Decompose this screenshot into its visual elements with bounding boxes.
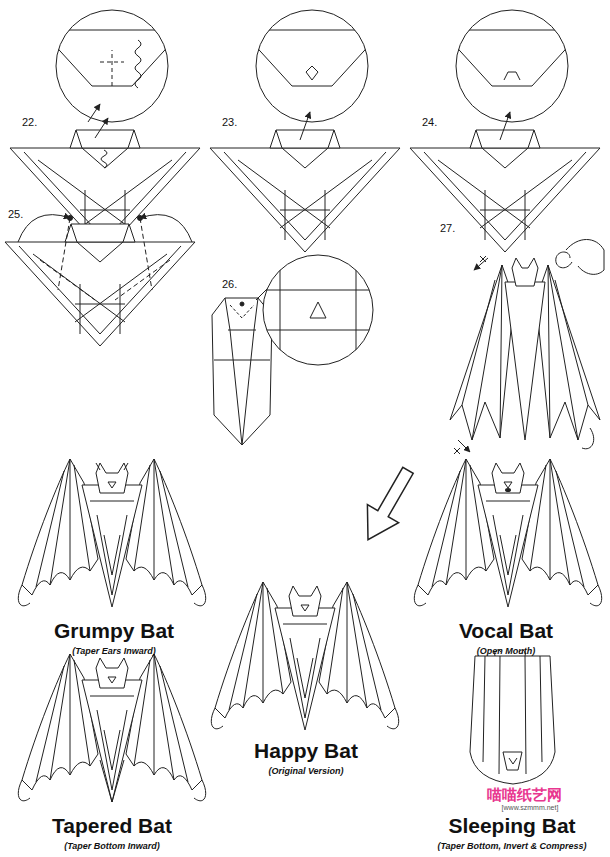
happy-bat-figure <box>211 582 398 730</box>
step-24-figure <box>410 10 600 252</box>
step-number: 26. <box>222 278 237 291</box>
bat-note: (Open Mouth) <box>477 646 535 656</box>
step-23-figure <box>210 10 400 252</box>
step-number: 27. <box>440 222 455 235</box>
step-22-figure <box>10 10 200 252</box>
bat-note: (Taper Bottom Inward) <box>64 841 160 851</box>
bat-name: Vocal Bat <box>459 619 553 643</box>
bat-name: Grumpy Bat <box>54 619 174 643</box>
step-number: 23. <box>222 116 237 129</box>
step-26-figure <box>212 255 373 445</box>
grumpy-bat-figure <box>18 459 205 607</box>
bat-name: Sleeping Bat <box>448 814 575 838</box>
step-number: 24. <box>422 116 437 129</box>
bat-note: (Original Version) <box>268 766 343 776</box>
step-25-figure <box>5 215 195 346</box>
hollow-arrow <box>352 461 423 548</box>
tapered-bat-figure <box>18 654 205 802</box>
vocal-bat-figure <box>414 459 601 607</box>
bat-name: Tapered Bat <box>52 814 172 838</box>
watermark: 喵喵纸艺网 <box>487 786 562 803</box>
sleeping-bat-figure <box>470 650 555 784</box>
bat-note: (Taper Bottom, Invert & Compress) <box>437 841 586 851</box>
step-number: 25. <box>8 208 23 221</box>
step-27-figure <box>450 240 604 455</box>
watermark-url: [www.szmmm.net] <box>502 804 559 812</box>
step-number: 22. <box>22 116 37 129</box>
bat-note: (Taper Ears Inward) <box>72 646 156 656</box>
bat-name: Happy Bat <box>254 739 358 763</box>
